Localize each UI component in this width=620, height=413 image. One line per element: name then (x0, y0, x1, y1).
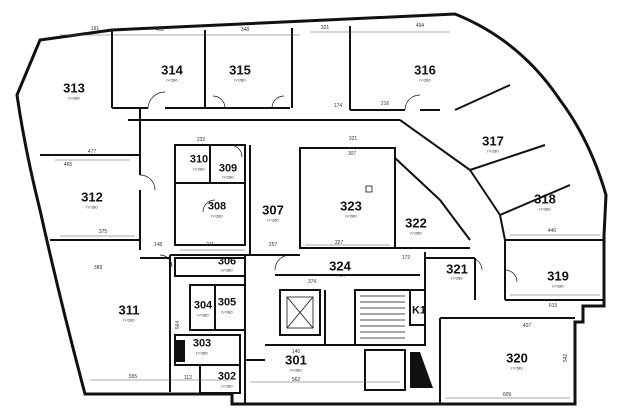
room-304-label: 304 (193, 299, 213, 312)
dimension-label: 542 (563, 353, 569, 363)
dimension-label: 461 (155, 27, 165, 33)
dimension-label: 307 (347, 151, 357, 157)
room-319-height: h=280 (552, 283, 564, 289)
room-319-label: 319 (547, 268, 569, 284)
room-312-height: h=280 (86, 204, 98, 210)
room-308-height: h=280 (211, 213, 223, 219)
dimension-label: 564 (175, 320, 181, 330)
room-309-label: 309 (218, 162, 238, 175)
room-316-label: 316 (414, 62, 436, 78)
room-315-height: h=280 (234, 77, 246, 83)
dimension-label: 348 (240, 27, 250, 33)
dimension-lines (55, 31, 600, 399)
dimension-label: 191 (90, 26, 100, 32)
room-305-height: h=280 (221, 309, 233, 315)
dimension-label: 227 (334, 240, 344, 246)
room-324-height: h=280 (334, 272, 346, 278)
dimension-label: 174 (333, 103, 343, 109)
interior-walls (40, 26, 604, 404)
room-324-label: 324 (329, 258, 351, 274)
dimension-label: 375 (98, 229, 108, 235)
stair-k1-label: K1 (411, 304, 427, 317)
room-313-label: 313 (63, 80, 85, 96)
room-301-label: 301 (285, 352, 307, 368)
room-306-height: h=280 (221, 267, 233, 273)
room-321-height: h=280 (451, 275, 463, 281)
dimension-label: 440 (547, 228, 557, 234)
dimension-label: 216 (380, 101, 390, 107)
dimension-label: 407 (522, 323, 532, 329)
room-322-height: h=280 (410, 230, 422, 236)
dimension-label: 562 (291, 377, 301, 383)
dimension-label: 619 (548, 303, 558, 309)
room-311-height: h=280 (123, 317, 135, 323)
room-317-height: h=280 (487, 148, 499, 154)
dimension-label: 257 (268, 242, 278, 248)
room-312-label: 312 (81, 189, 103, 205)
door-swings (139, 91, 518, 283)
room-323-label: 323 (340, 198, 362, 214)
dimension-label: 321 (320, 25, 330, 31)
dimension-label: 172 (401, 255, 411, 261)
room-303-height: h=280 (196, 350, 208, 356)
room-308-label: 308 (207, 200, 227, 213)
dimension-label: 112 (184, 375, 192, 381)
room-318-label: 318 (534, 191, 556, 207)
room-320-label: 320 (506, 350, 528, 366)
room-302-label: 302 (217, 370, 237, 383)
room-307-height: h=280 (267, 217, 279, 223)
stair-treads (286, 295, 405, 339)
dimension-label: 374 (307, 279, 317, 285)
room-314-label: 314 (161, 62, 183, 78)
room-304-height: h=280 (197, 312, 209, 318)
room-302-height: h=280 (221, 383, 233, 389)
room-301-height: h=280 (290, 367, 302, 373)
room-317-label: 317 (482, 133, 504, 149)
room-321-label: 321 (446, 261, 468, 277)
dimension-label: 465 (63, 162, 73, 168)
room-307-label: 307 (262, 202, 284, 218)
room-315-label: 315 (229, 62, 251, 78)
room-310-height: h=280 (193, 166, 205, 172)
dimension-label: 211 (206, 242, 214, 248)
room-310-label: 310 (189, 153, 209, 166)
room-316-height: h=280 (419, 77, 431, 83)
room-323-height: h=280 (345, 213, 357, 219)
wall-fills (176, 185, 433, 388)
room-322-label: 322 (405, 215, 427, 231)
dimension-label: 140 (291, 349, 301, 355)
dimension-label: 232 (196, 137, 206, 143)
dimension-label: 321 (348, 136, 358, 142)
room-306-label: 306 (217, 255, 237, 268)
room-309-height: h=280 (222, 174, 234, 180)
room-311-label: 311 (118, 302, 140, 318)
room-305-label: 305 (217, 296, 237, 309)
dimension-label: 477 (87, 149, 97, 155)
room-314-height: h=280 (166, 77, 178, 83)
room-318-height: h=280 (539, 206, 551, 212)
outer-walls (15, 12, 608, 406)
dimension-label: 555 (128, 374, 138, 380)
dimension-label: 148 (153, 242, 163, 248)
dimension-label: 494 (415, 23, 425, 29)
dimension-label: 389 (93, 265, 103, 271)
dimension-label: 609 (502, 392, 512, 398)
room-303-label: 303 (192, 337, 212, 350)
room-320-height: h=280 (511, 365, 523, 371)
room-313-height: h=280 (68, 95, 80, 101)
